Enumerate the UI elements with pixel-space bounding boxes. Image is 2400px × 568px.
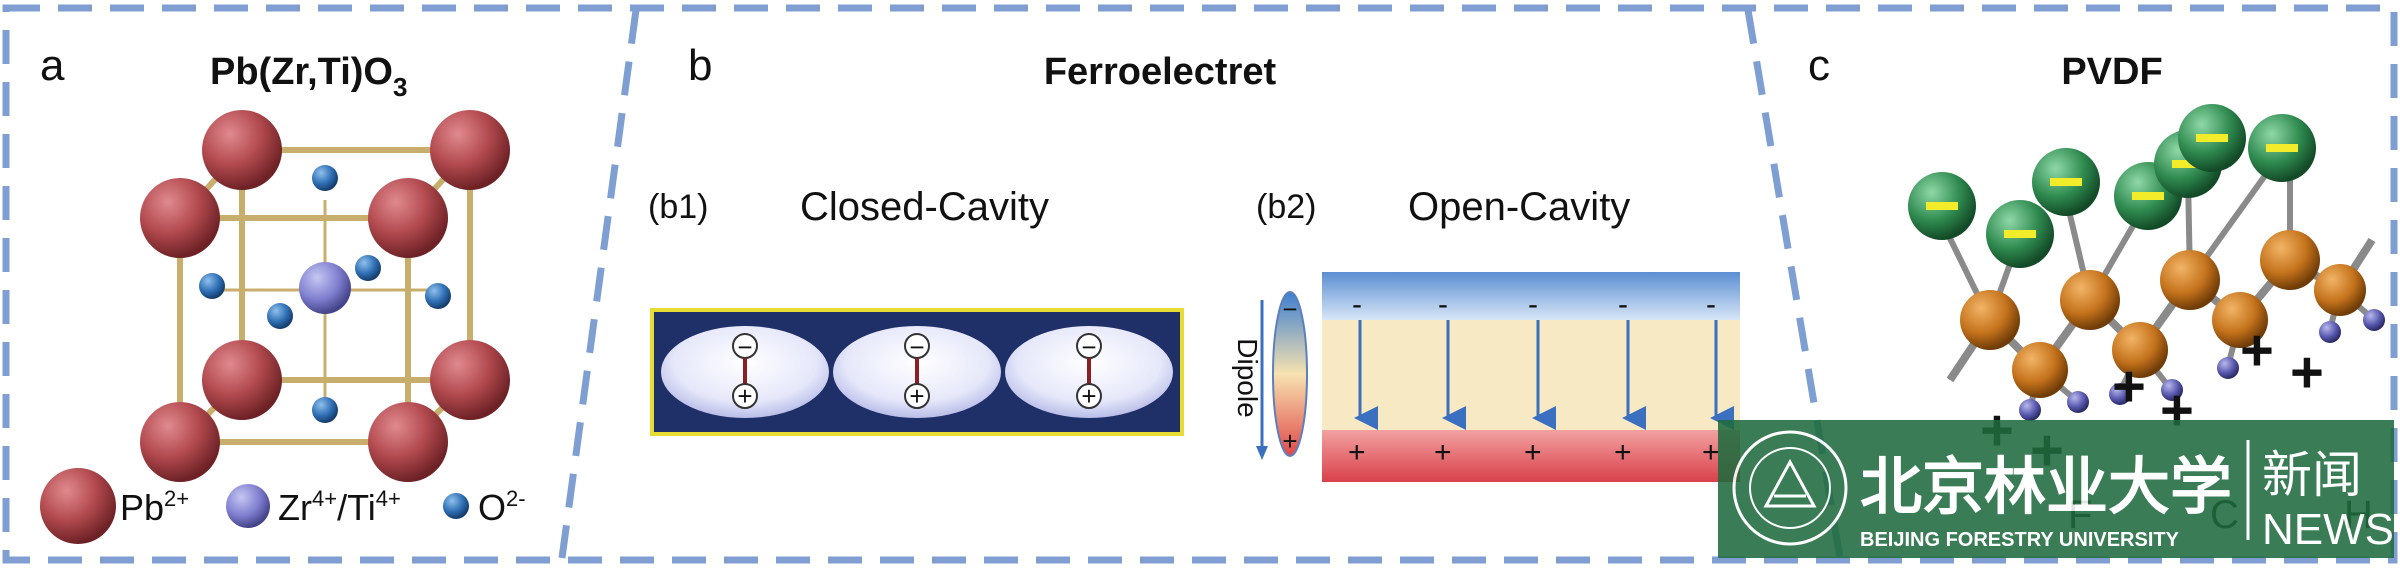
carbon-atom [2160,250,2220,310]
plate-minus: - [1706,288,1716,321]
bottom-electret-layer [1322,430,1740,482]
plate-plus: + [1702,436,1720,469]
b2-tag: (b2) [1256,188,1316,226]
plate-plus: + [1524,436,1542,469]
cavity-plus: + [737,381,752,411]
cavity-plus: + [1081,381,1096,411]
panel-b-letter: b [688,41,712,90]
plate-minus: - [1352,288,1362,321]
fluorine-atoms [1908,104,2316,268]
plate-plus: + [1434,436,1452,469]
o-ion [267,303,293,329]
outer-frame [2,4,2398,564]
dipole-label: Dipole [1232,338,1263,417]
panel-frames [2,4,2398,564]
legend-zr-label: Zr4+/Ti4+ [278,486,401,528]
watermark-en-news: NEWS [2262,505,2394,554]
cavity: − + [1005,326,1173,418]
plate-charges: - - - - - + + + + + [1348,288,1720,469]
cavity-plus: + [909,381,924,411]
cavity: − + [661,326,829,418]
pb-ion [368,402,448,482]
carbon-atoms [1960,230,2366,398]
pb-ion [202,110,282,190]
divider-ab [558,9,640,559]
air-gap [1322,320,1740,438]
pb-ion [430,110,510,190]
dipole-minus: − [1282,294,1297,324]
fluorine-atom [1908,172,1976,240]
plate-minus: - [1618,288,1628,321]
legend-o-label: O2- [478,486,526,528]
formula-main: Pb(Zr,Ti)O [210,51,393,93]
cavity-minus: − [1081,332,1096,362]
b2-title: Open-Cavity [1408,185,1630,229]
ion-legend: Pb2+ Zr4+/Ti4+ O2- [40,468,526,544]
zr-ti-ion [299,262,351,314]
cavity-minus: − [737,332,752,362]
pb-ion [140,402,220,482]
panel-c-letter: c [1808,41,1830,90]
o-ion [199,273,225,299]
formula-subscript: 3 [393,72,407,102]
dipole-indicator: Dipole − + [1232,291,1308,460]
b1-tag: (b1) [648,188,708,226]
carbon-atom [2314,264,2366,316]
pb-ion [140,178,220,258]
dipole-plus: + [1282,426,1297,456]
divider-bc [1744,9,1844,559]
legend-pb-label: Pb2+ [120,486,189,528]
panel-c-title: PVDF [2061,51,2162,93]
watermark-cn-name: 北京林业大学 [1860,450,2232,523]
panel-a: a Pb(Zr,Ti)O3 [40,41,526,544]
carbon-atom [2212,292,2268,348]
carbon-atom [2060,270,2120,330]
o-ion [312,165,338,191]
legend-pb-swatch [40,468,116,544]
fluorine-atom [1986,200,2054,268]
plate-minus: - [1438,288,1448,321]
plus-sign: + [2290,340,2324,405]
carbon-atom [1960,290,2020,350]
plus-sign: + [2112,354,2146,419]
hydrogen-atoms [2019,309,2385,421]
plate-plus: + [1348,436,1366,469]
panel-a-letter: a [40,41,65,90]
panel-b-title: Ferroelectret [1044,51,1277,93]
open-cavity: - - - - - + + + + + [1322,272,1740,482]
field-arrows [1354,320,1734,430]
o-ion [312,397,338,423]
plate-plus: + [1614,436,1632,469]
plate-minus: - [1528,288,1538,321]
closed-cavity-dipoles: − + − + − + [661,326,1173,418]
watermark-en-name: BEIJING FORESTRY UNIVERSITY [1860,529,2180,551]
carbon-atom [2260,230,2320,290]
pb-ion [368,178,448,258]
o-ion [425,283,451,309]
plus-sign: + [2240,318,2274,383]
university-watermark: 北京林业大学 新闻 BEIJING FORESTRY UNIVERSITY NE… [1718,420,2394,558]
b1-title: Closed-Cavity [800,185,1049,229]
legend-o-swatch [443,493,469,519]
carbon-atom [2112,322,2168,378]
legend-zr-swatch [226,484,270,528]
cavity-minus: − [909,332,924,362]
pb-ion [202,340,282,420]
carbon-atom [2012,342,2068,398]
fluorine-atom [2032,148,2100,216]
fluorine-atom [2178,104,2246,172]
panel-a-formula: Pb(Zr,Ti)O3 [210,51,407,102]
pb-ion [430,340,510,420]
watermark-cn-news: 新闻 [2262,446,2362,504]
panel-b: b Ferroelectret (b1) Closed-Cavity (b2) … [648,41,1740,482]
o-ion [355,255,381,281]
university-seal-icon [1732,430,1848,546]
fluorine-atom [2248,114,2316,182]
cavity: − + [833,326,1001,418]
top-electret-layer [1322,272,1740,320]
